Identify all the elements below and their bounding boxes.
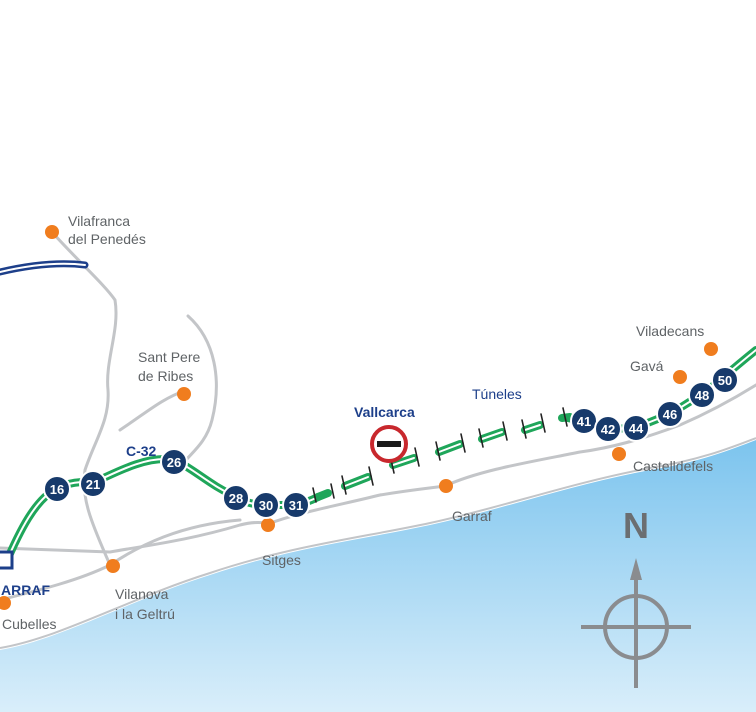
- town-marker-cubelles: [0, 596, 11, 610]
- tunnel-3: [389, 447, 420, 474]
- town-label-cubelles: Cubelles: [2, 616, 56, 632]
- town-marker-gava: [673, 370, 687, 384]
- town-label-vilanova-2: i la Geltrú: [115, 606, 175, 622]
- exit-marker-21: 21: [79, 470, 107, 498]
- exit-marker-50: 50: [711, 366, 739, 394]
- toll-icon: [0, 550, 14, 570]
- exit-marker-16: 16: [43, 475, 71, 503]
- exit-circle: [222, 484, 250, 512]
- town-label-santpere-1: Sant Pere: [138, 349, 200, 365]
- exit-number: 44: [629, 421, 644, 436]
- coastline: [0, 437, 756, 649]
- tunnel-2: [341, 466, 374, 495]
- tunnel-4: [435, 433, 466, 461]
- town-marker-vilanova: [106, 559, 120, 573]
- town-marker-castelldefels: [612, 447, 626, 461]
- sea: [0, 440, 756, 712]
- exit-circle: [43, 475, 71, 503]
- exit-marker-44: 44: [622, 414, 650, 442]
- vallcarca-label: Vallcarca: [354, 404, 415, 420]
- exit-markers: 16 21 26 28 30 31 41 42 44 46 48 50: [43, 366, 739, 519]
- exit-number: 46: [663, 407, 677, 422]
- highway-ap7: [0, 260, 89, 276]
- exit-circle: [160, 448, 188, 476]
- exit-number: 48: [695, 388, 709, 403]
- town-label-sitges: Sitges: [262, 552, 301, 568]
- exit-number: 28: [229, 491, 243, 506]
- town-marker-santpere: [177, 387, 191, 401]
- town-label-vilanova-1: Vilanova: [115, 586, 169, 602]
- exit-marker-28: 28: [222, 484, 250, 512]
- tunnel-5: [478, 421, 508, 448]
- town-label-garraf: Garraf: [452, 508, 492, 524]
- town-label-castelldefels: Castelldefels: [633, 458, 713, 474]
- exit-number: 31: [289, 498, 303, 513]
- exit-circle: [282, 491, 310, 519]
- secondary-roads: [0, 230, 756, 602]
- exit-circle: [79, 470, 107, 498]
- tunnel-7: [558, 407, 574, 427]
- exit-number: 50: [718, 373, 732, 388]
- town-label-gava: Gavá: [630, 358, 664, 374]
- tunnels-label: Túneles: [472, 386, 522, 402]
- no-entry-icon: [370, 425, 408, 463]
- exit-circle: [688, 381, 716, 409]
- tunnel-6: [521, 413, 546, 439]
- exit-circle: [594, 415, 622, 443]
- exit-marker-42: 42: [594, 415, 622, 443]
- exit-marker-26: 26: [160, 448, 188, 476]
- exit-number: 30: [259, 498, 273, 513]
- exit-marker-41: 41: [570, 407, 598, 435]
- exit-number: 26: [167, 455, 181, 470]
- exit-number: 41: [577, 414, 591, 429]
- toll-label: ARRAF: [1, 582, 50, 598]
- exit-number: 21: [86, 477, 100, 492]
- town-label-vilafranca-1: Vilafranca: [68, 213, 130, 229]
- town-marker-garraf: [439, 479, 453, 493]
- town-marker-viladecans: [704, 342, 718, 356]
- exit-marker-30: 30: [252, 491, 280, 519]
- town-marker-vilafranca: [45, 225, 59, 239]
- toll-plaza: ARRAF: [0, 550, 50, 598]
- town-label-viladecans: Viladecans: [636, 323, 704, 339]
- compass-icon: N: [581, 505, 691, 688]
- tunnel-1: [312, 483, 335, 503]
- town-labels: Vilafranca del Penedés Sant Pere de Ribe…: [2, 213, 713, 632]
- town-markers: [0, 225, 718, 610]
- exit-circle: [711, 366, 739, 394]
- exit-number: 42: [601, 422, 615, 437]
- exit-marker-31: 31: [282, 491, 310, 519]
- road-label-c32: C-32: [126, 443, 157, 459]
- exit-marker-48: 48: [688, 381, 716, 409]
- exit-circle: [252, 491, 280, 519]
- compass-label: N: [623, 505, 649, 546]
- town-label-santpere-2: de Ribes: [138, 368, 193, 384]
- exit-marker-46: 46: [656, 400, 684, 428]
- tunnels: [312, 407, 574, 503]
- exit-circle: [622, 414, 650, 442]
- exit-number: 16: [50, 482, 64, 497]
- town-marker-sitges: [261, 518, 275, 532]
- town-label-vilafranca-2: del Penedés: [68, 231, 146, 247]
- exit-circle: [656, 400, 684, 428]
